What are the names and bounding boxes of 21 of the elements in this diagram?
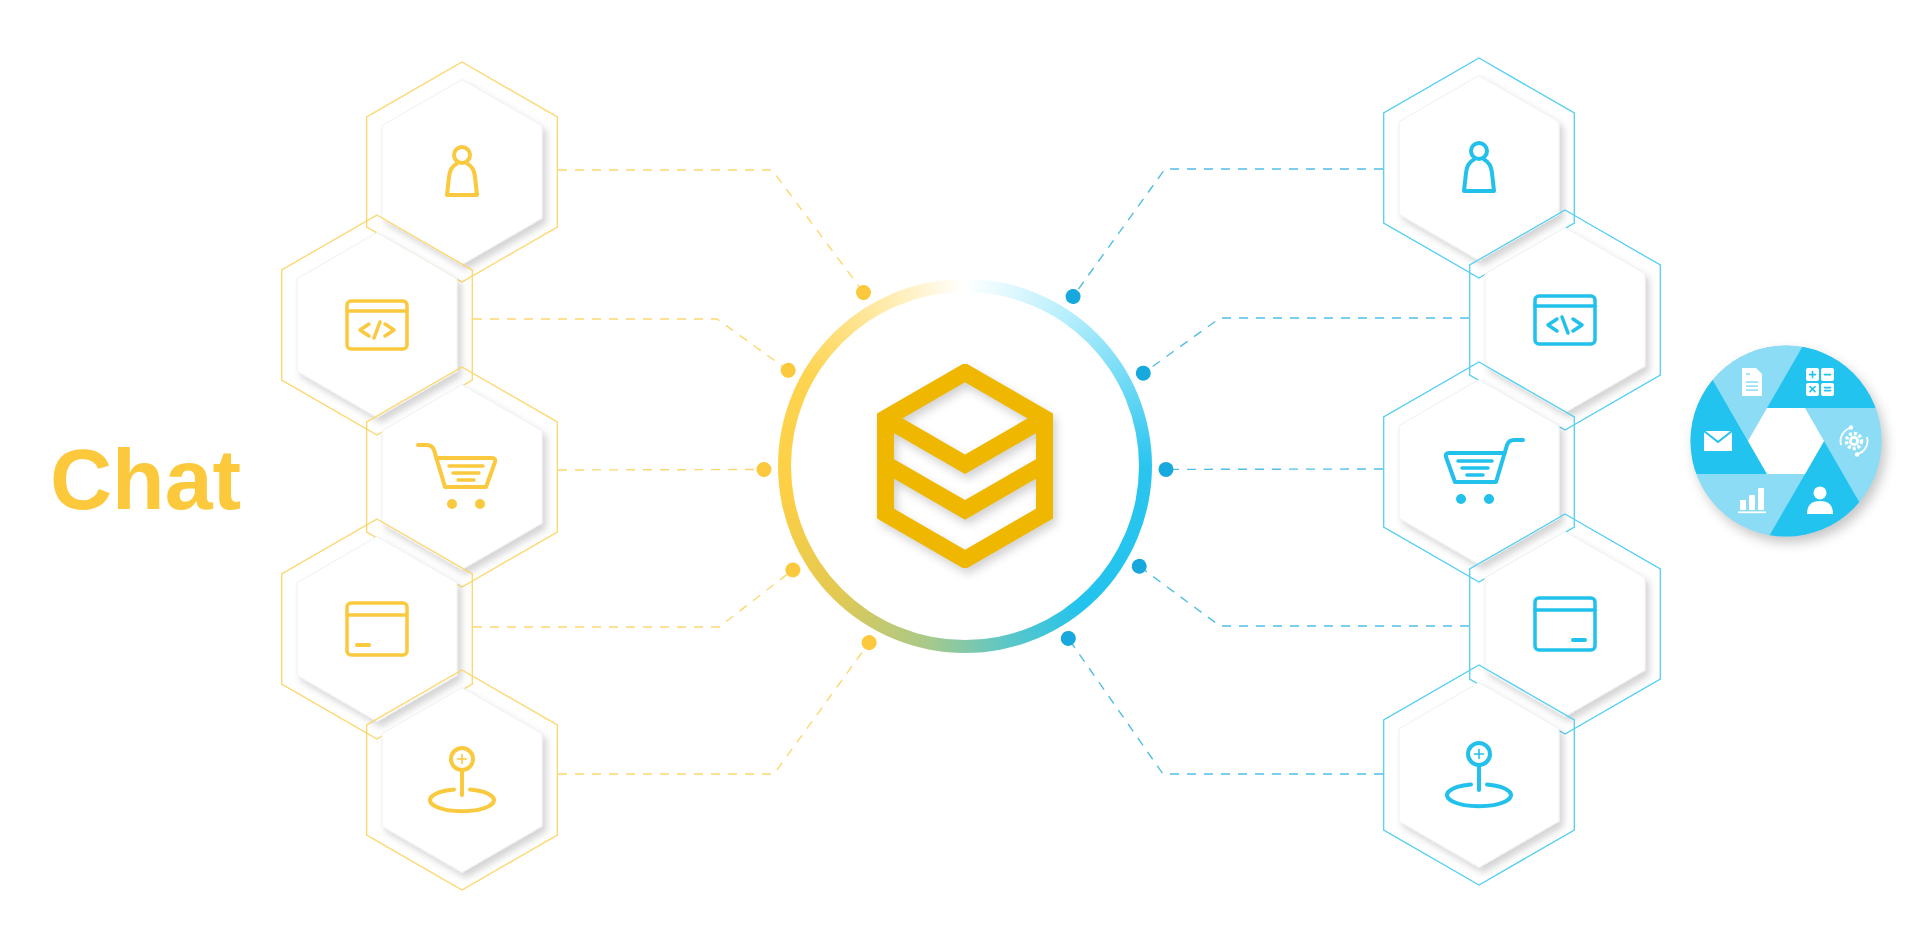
hexagon-node bbox=[1469, 209, 1661, 431]
dashed-connector bbox=[1158, 461, 1384, 477]
dashed-connector bbox=[472, 562, 801, 628]
dashed-connector bbox=[1060, 630, 1384, 775]
hexagon-node bbox=[366, 669, 558, 891]
dashed-connector bbox=[472, 318, 796, 378]
dashed-connector bbox=[557, 635, 877, 775]
dashed-connector bbox=[557, 462, 772, 477]
hexagon-node bbox=[281, 214, 473, 436]
hexagon-node bbox=[366, 61, 558, 283]
hexagon-node bbox=[366, 366, 558, 588]
section-label: Chat bbox=[50, 436, 242, 522]
dashed-connector bbox=[557, 169, 871, 300]
dashed-connector bbox=[1065, 168, 1384, 304]
hexagon-node bbox=[281, 518, 473, 740]
hexagon-node bbox=[1383, 57, 1575, 279]
hexagon-node bbox=[1469, 513, 1661, 735]
hexagon-node bbox=[1383, 664, 1575, 886]
dashed-connector bbox=[1131, 558, 1470, 627]
hexagon-node bbox=[1383, 361, 1575, 583]
dashed-connector bbox=[1135, 317, 1470, 381]
